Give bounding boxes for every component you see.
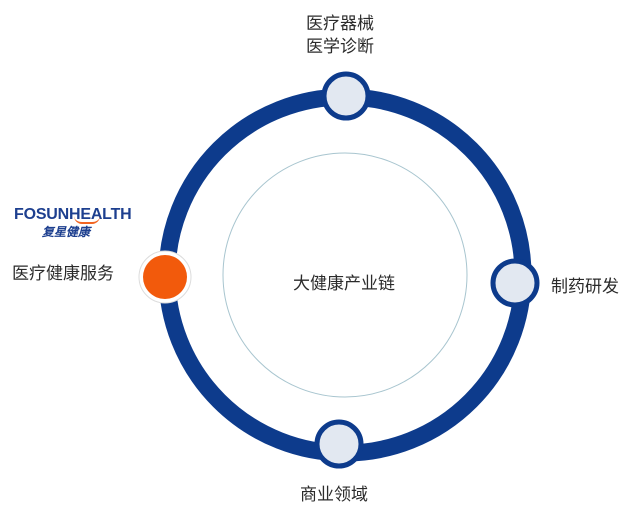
node-left [143, 255, 187, 299]
center-label: 大健康产业链 [293, 274, 395, 294]
brand-chinese: 复星健康 [42, 225, 91, 239]
inner-circle [222, 152, 468, 398]
top-node-label: 医疗器械 医学诊断 [306, 13, 374, 59]
brand-english: FOSUNHEALTH [14, 206, 132, 223]
top-node-line-2: 医学诊断 [306, 37, 374, 57]
right-node-label: 制药研发 [551, 277, 619, 297]
left-node-label: 医疗健康服务 [12, 264, 114, 284]
top-node-line-1: 医疗器械 [306, 14, 374, 34]
brand-swoosh-icon [74, 216, 100, 224]
fosun-health-logo: FOSUNHEALTH 复星健康 [14, 206, 132, 240]
node-top [321, 71, 371, 121]
node-right [490, 258, 540, 308]
node-bottom [314, 419, 364, 469]
bottom-node-label: 商业领域 [300, 485, 368, 505]
